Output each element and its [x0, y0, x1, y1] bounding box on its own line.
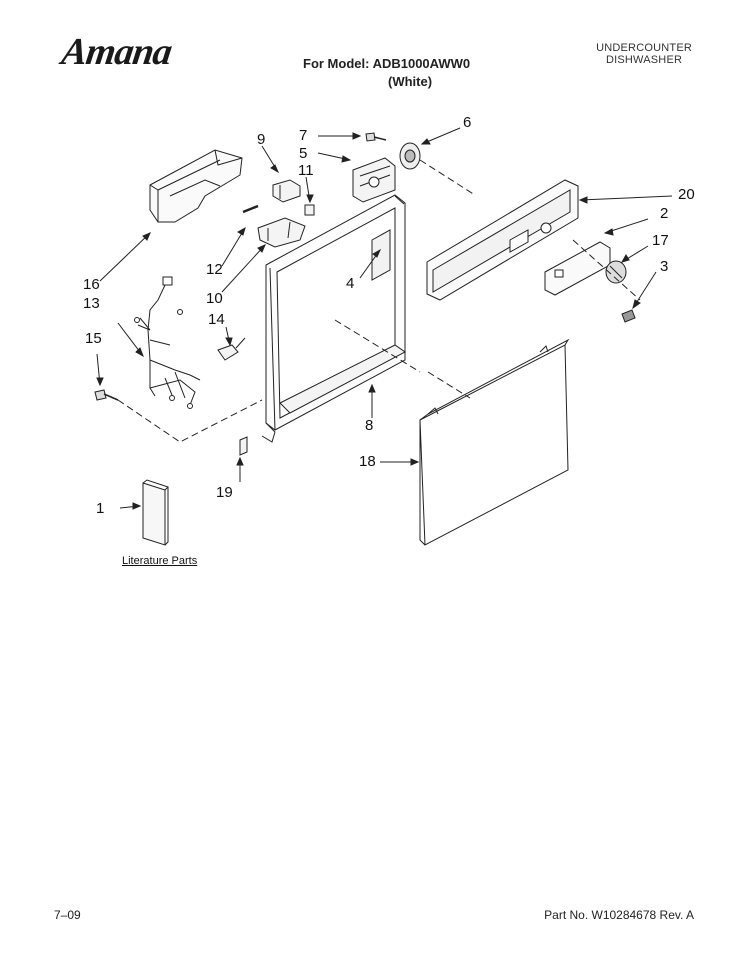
part-9-bracket [272, 179, 301, 203]
part-10-housing [257, 217, 306, 248]
part-3-button [621, 309, 636, 323]
part-7-screw [365, 132, 387, 142]
callout-4: 4 [346, 275, 355, 292]
part-1-literature [142, 479, 169, 546]
callout-13: 13 [83, 295, 100, 312]
part-13-wire-harness [134, 276, 201, 409]
part-11-clip [304, 204, 315, 216]
model-title: For Model: ADB1000AWW0 [303, 56, 471, 71]
model-variant: (White) [388, 74, 433, 89]
callout-7: 7 [299, 127, 308, 144]
part-15-screw [94, 389, 119, 401]
category-line-2: DISHWASHER [605, 54, 683, 66]
part-19-clip [239, 436, 248, 456]
callout-15: 15 [85, 330, 102, 347]
part-14-switch [217, 337, 246, 361]
part-20-control-panel [426, 179, 579, 301]
callout-19: 19 [216, 484, 233, 501]
callout-17: 17 [652, 232, 669, 249]
footer-date: 7–09 [54, 908, 81, 922]
callout-1: 1 [96, 500, 105, 517]
callout-10: 10 [206, 290, 223, 307]
callout-14: 14 [208, 311, 225, 328]
callout-leaders [96, 127, 673, 510]
callout-18: 18 [359, 453, 376, 470]
callout-12: 12 [206, 261, 223, 278]
part-18-door-panel [419, 338, 570, 546]
assembly-lines [117, 159, 641, 443]
callout-5: 5 [299, 145, 308, 162]
callout-16: 16 [83, 276, 100, 293]
category-line-1: UNDERCOUNTER [596, 42, 692, 54]
callout-20: 20 [678, 186, 695, 203]
callout-3: 3 [660, 258, 669, 275]
callout-2: 2 [660, 205, 669, 222]
literature-parts-label: Literature Parts [122, 555, 198, 567]
part-6-knob [399, 142, 421, 170]
part-2-dial-plate [544, 241, 611, 296]
part-17-knob [605, 260, 627, 284]
callout-6: 6 [463, 114, 472, 131]
callout-9: 9 [257, 131, 266, 148]
product-category: UNDERCOUNTER DISHWASHER [596, 42, 692, 66]
footer-part-number: Part No. W10284678 Rev. A [544, 908, 694, 922]
part-16-shield [149, 149, 243, 223]
part-8-bottom-rail [261, 344, 406, 443]
callout-11: 11 [298, 162, 314, 179]
callout-8: 8 [365, 417, 374, 434]
part-12-pin [242, 204, 259, 214]
part-5-latch [352, 157, 396, 203]
